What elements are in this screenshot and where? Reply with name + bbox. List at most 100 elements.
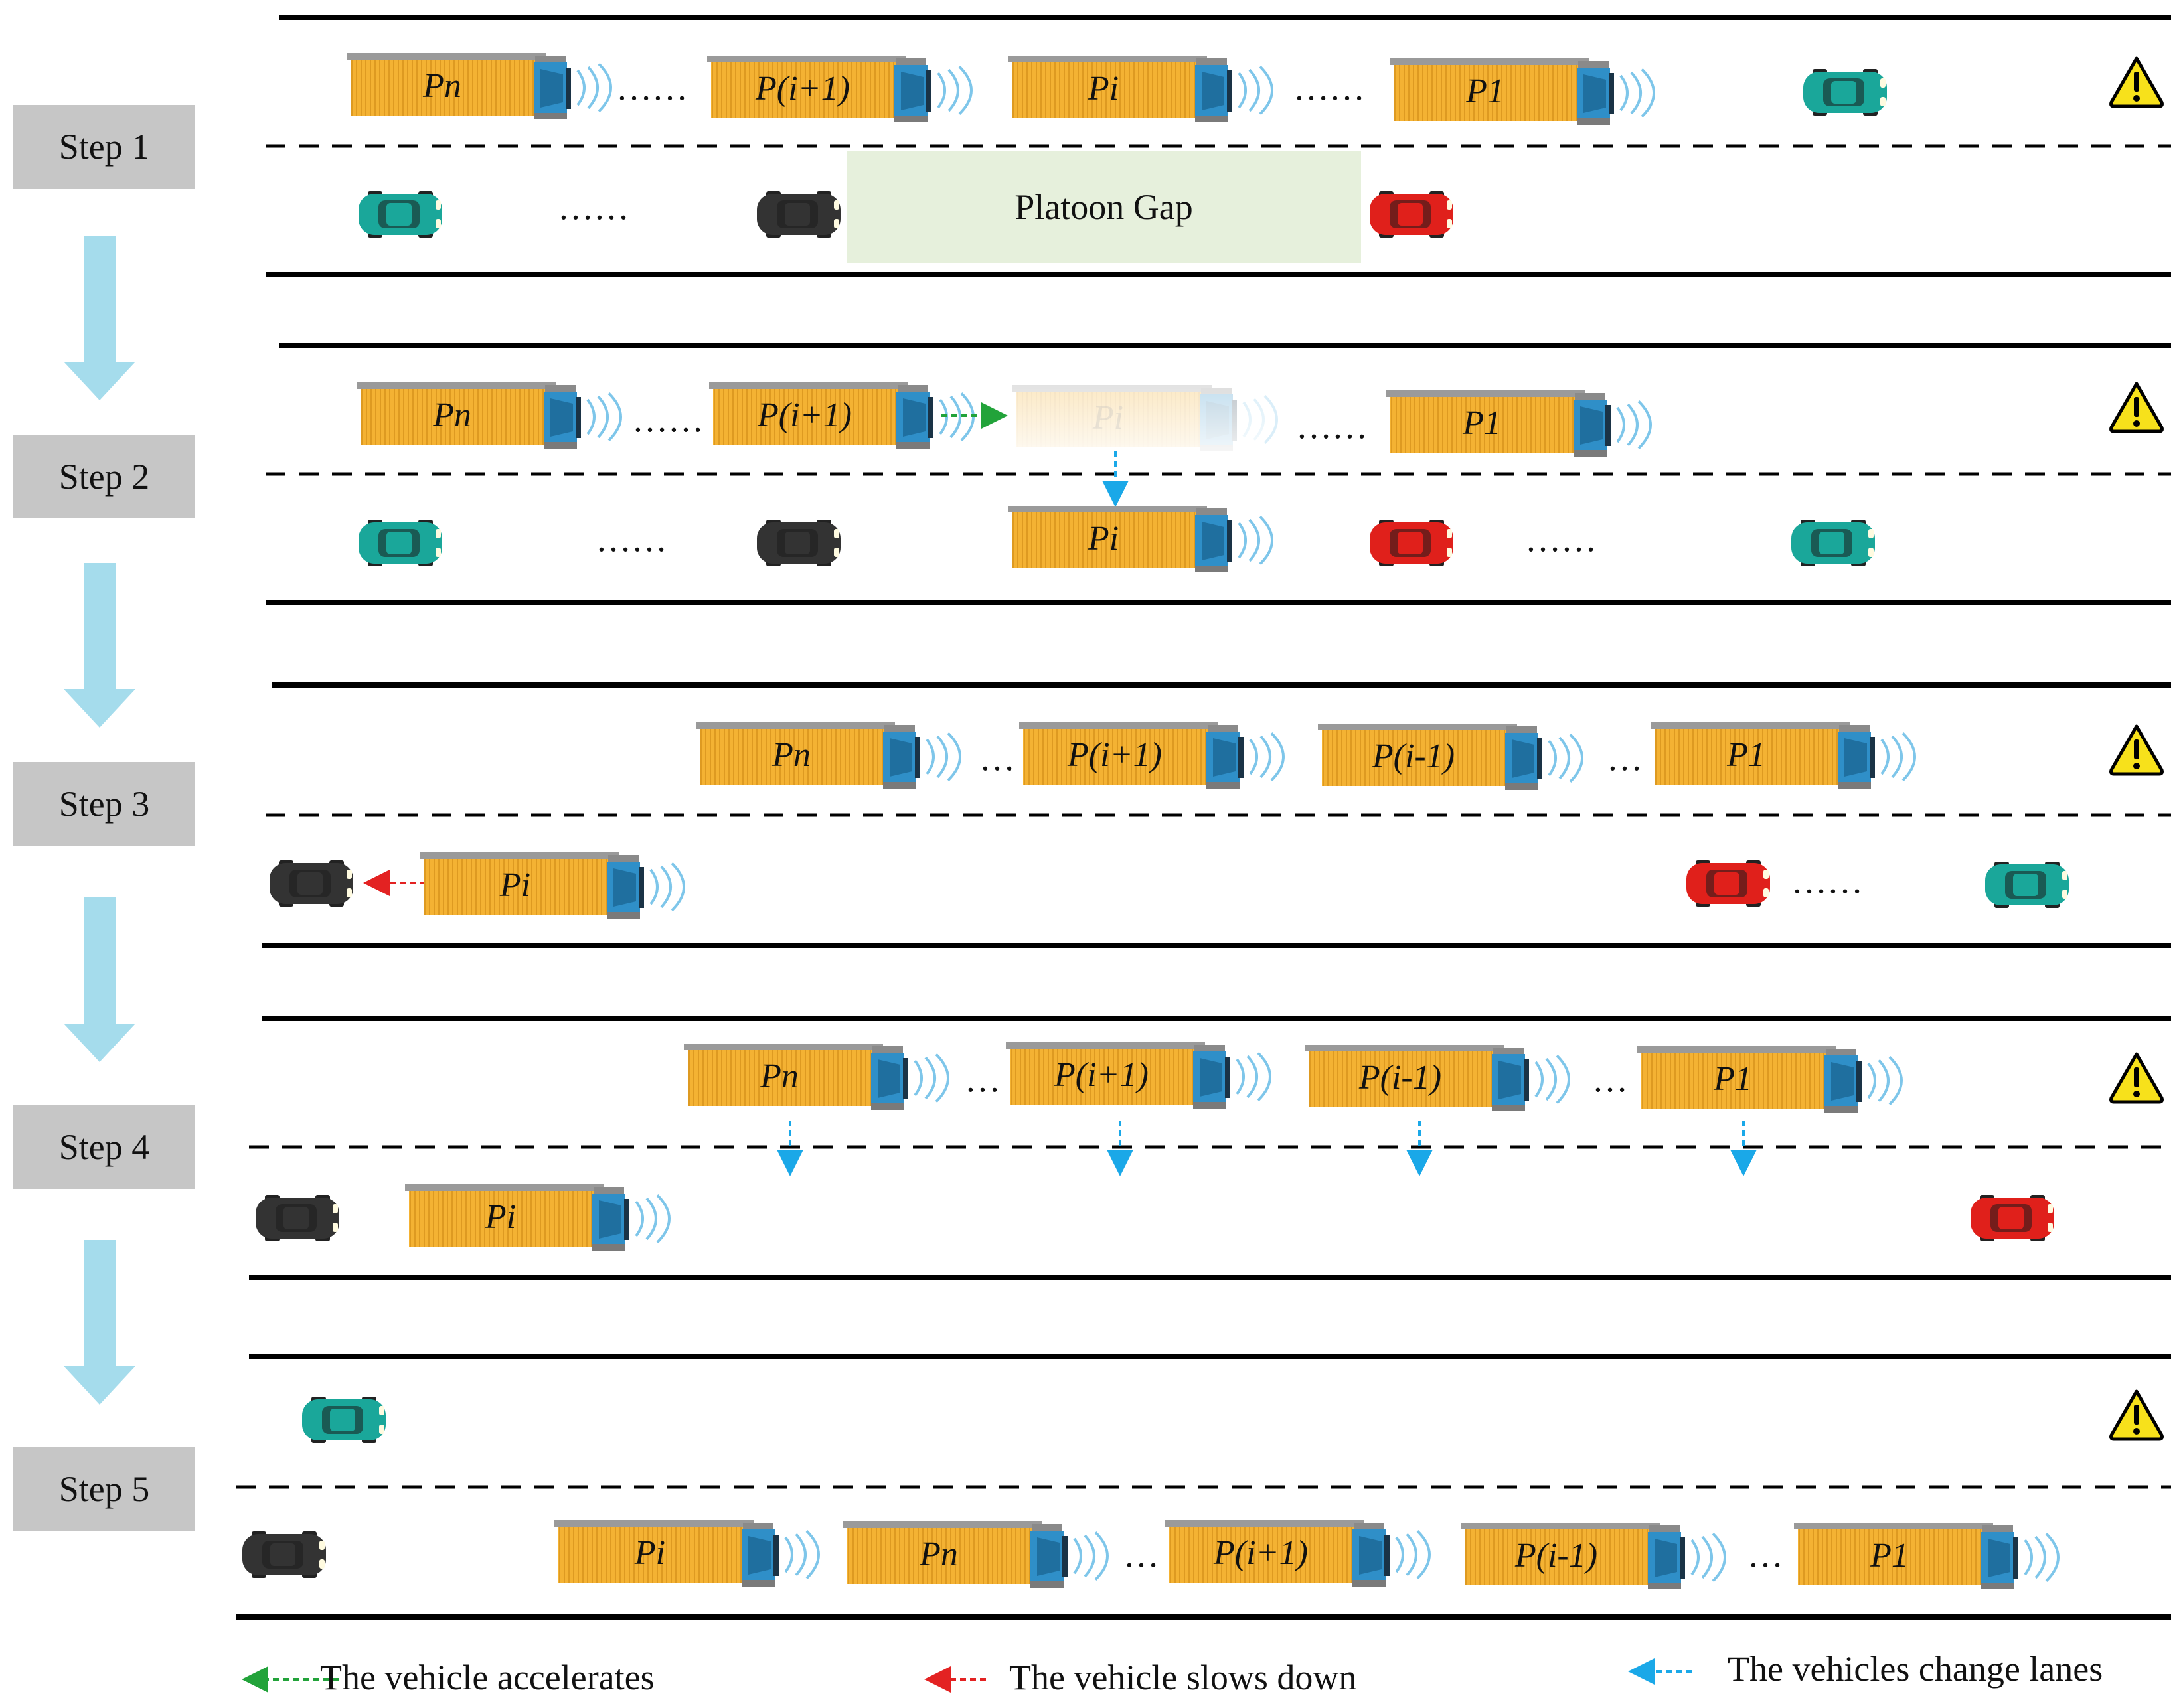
truck-icon	[1006, 1042, 1271, 1109]
ellipsis-text: …	[965, 1059, 1001, 1099]
signal-waves-icon	[1073, 1531, 1109, 1581]
legend-slow-label: The vehicle slows down	[1009, 1658, 1357, 1697]
truck-icon	[843, 1521, 1109, 1588]
truck-icon	[1794, 1523, 2060, 1589]
truck-icon	[1637, 1046, 1903, 1113]
truck-icon	[1012, 385, 1278, 451]
truck-label-p1: P1	[1727, 736, 1765, 774]
signal-waves-icon	[1548, 733, 1583, 783]
ellipsis-text: …	[1747, 1535, 1783, 1575]
truck-label-p1: P1	[1870, 1537, 1909, 1575]
step-label-2: Step 2	[13, 435, 195, 518]
car-icon	[302, 1397, 386, 1443]
car-icon	[1803, 69, 1887, 116]
signal-waves-icon	[2024, 1532, 2060, 1583]
warning-icon	[2109, 724, 2164, 776]
truck-icon	[357, 382, 622, 449]
truck-icon	[1461, 1523, 1726, 1589]
legend-accelerate-label: The vehicle accelerates	[320, 1658, 655, 1697]
truck-icon	[1008, 506, 1273, 572]
ellipsis-text: ……	[1791, 861, 1863, 901]
arrow-down-icon	[64, 897, 135, 1062]
truck-label-pi1: P(i+1)	[1054, 1056, 1149, 1094]
signal-waves-icon	[1867, 1055, 1903, 1106]
truck-label-pn: Pn	[423, 67, 461, 105]
truck-label-pi: Pi	[499, 866, 531, 904]
truck-icon	[1008, 56, 1273, 122]
truck-label-pi: Pi	[1088, 70, 1119, 108]
truck-label-pi1: P(i+1)	[758, 396, 852, 434]
arrow-down-icon	[64, 1240, 135, 1405]
ellipsis-text: ……	[616, 68, 688, 108]
car-icon	[1370, 520, 1453, 566]
signal-waves-icon	[576, 62, 612, 113]
warning-icon	[2109, 382, 2164, 433]
signal-waves-icon	[914, 1053, 949, 1103]
ellipsis-text: …	[1123, 1535, 1159, 1575]
truck-icon	[405, 1184, 671, 1251]
signal-waves-icon	[1534, 1054, 1570, 1105]
warning-icon	[2109, 56, 2164, 108]
truck-label-p1: P1	[1466, 72, 1504, 110]
signal-waves-icon	[1616, 400, 1652, 450]
truck-label-pn: Pn	[760, 1057, 799, 1095]
signal-waves-icon	[926, 732, 961, 782]
truck-label-pi: Pi	[634, 1534, 666, 1572]
signal-waves-icon	[1880, 732, 1916, 782]
truck-icon	[709, 382, 975, 449]
signal-waves-icon	[649, 862, 685, 912]
truck-icon	[1390, 58, 1655, 125]
truck-label-pi1: P(i+1)	[1068, 736, 1162, 774]
truck-label-pn: Pn	[920, 1535, 958, 1573]
ellipsis-text: ……	[632, 400, 704, 439]
step-label-3: Step 3	[13, 762, 195, 846]
truck-label-pi1: P(i+1)	[756, 70, 850, 108]
signal-waves-icon	[1619, 68, 1655, 118]
signal-waves-icon	[1690, 1532, 1726, 1583]
arrow-down-icon	[64, 236, 135, 400]
warning-icon	[2109, 1052, 2164, 1104]
truck-label-pi1: P(i+1)	[1214, 1534, 1308, 1572]
signal-waves-icon	[1236, 1051, 1271, 1102]
signal-waves-icon	[586, 392, 622, 442]
truck-icon	[696, 722, 961, 789]
car-icon	[359, 520, 442, 566]
warning-icon	[2109, 1389, 2164, 1441]
truck-icon	[1019, 722, 1285, 789]
legend-lane-change-label: The vehicles change lanes	[1728, 1649, 2103, 1689]
truck-icon	[684, 1044, 949, 1110]
truck-label-pn: Pn	[433, 396, 471, 434]
truck-label-p1: P1	[1463, 404, 1501, 442]
ellipsis-text: ……	[1296, 406, 1368, 446]
truck-label-p1: P1	[1714, 1060, 1752, 1098]
ellipsis-text: ……	[596, 519, 667, 559]
car-icon	[757, 520, 841, 566]
ellipsis-text: …	[979, 738, 1015, 778]
step-label-4: Step 4	[13, 1105, 195, 1189]
ellipsis-text: ……	[1293, 68, 1365, 108]
car-icon	[757, 191, 841, 238]
car-icon	[270, 860, 353, 907]
truck-icon	[707, 56, 973, 122]
truck-label-pim1: P(i-1)	[1514, 1537, 1598, 1575]
arrow-down-icon	[64, 563, 135, 728]
truck-icon	[1305, 1045, 1570, 1111]
step-label-5: Step 5	[13, 1447, 195, 1531]
step-label-1: Step 1	[13, 105, 195, 189]
car-icon	[359, 191, 442, 238]
truck-icon	[420, 852, 685, 919]
signal-waves-icon	[1238, 515, 1273, 566]
truck-icon	[347, 53, 612, 119]
car-icon	[1985, 862, 2069, 908]
signal-waves-icon	[937, 65, 973, 116]
truck-label-pim1: P(i-1)	[1358, 1059, 1442, 1097]
car-icon	[1971, 1195, 2054, 1241]
truck-icon	[554, 1520, 820, 1587]
car-icon	[242, 1531, 326, 1578]
car-icon	[256, 1195, 339, 1241]
ellipsis-text: ……	[558, 187, 629, 227]
truck-label-pi: Pi	[1088, 520, 1119, 558]
ellipsis-text: …	[1607, 738, 1643, 778]
